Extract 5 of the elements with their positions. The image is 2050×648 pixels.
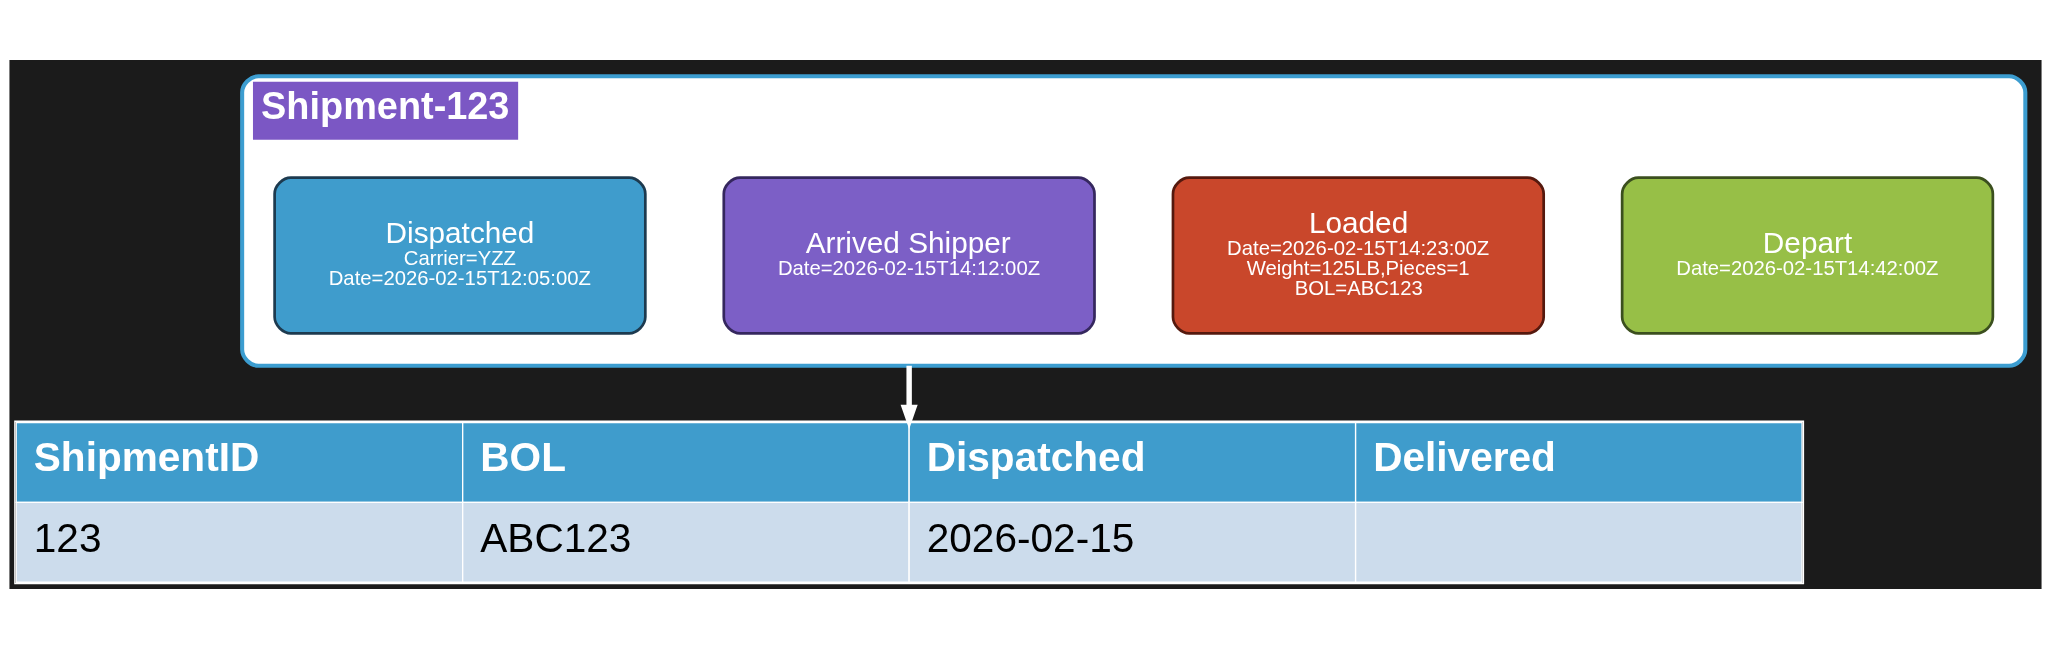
arrow (900, 365, 918, 429)
node-box: Arrived Shipper Date=2026-02-15T14:12:00Z (721, 175, 1096, 335)
node-box: Loaded Date=2026-02-15T14:23:00Z Weight=125LB,Pieces=1 BOL=ABC123 (1171, 175, 1545, 335)
node-box: Depart Date=2026-02-15T14:42:00Z (1620, 175, 1994, 335)
node-box: Dispatched Carrier=YZZ Date=2026-02-15T12:05:00Z (272, 175, 647, 335)
